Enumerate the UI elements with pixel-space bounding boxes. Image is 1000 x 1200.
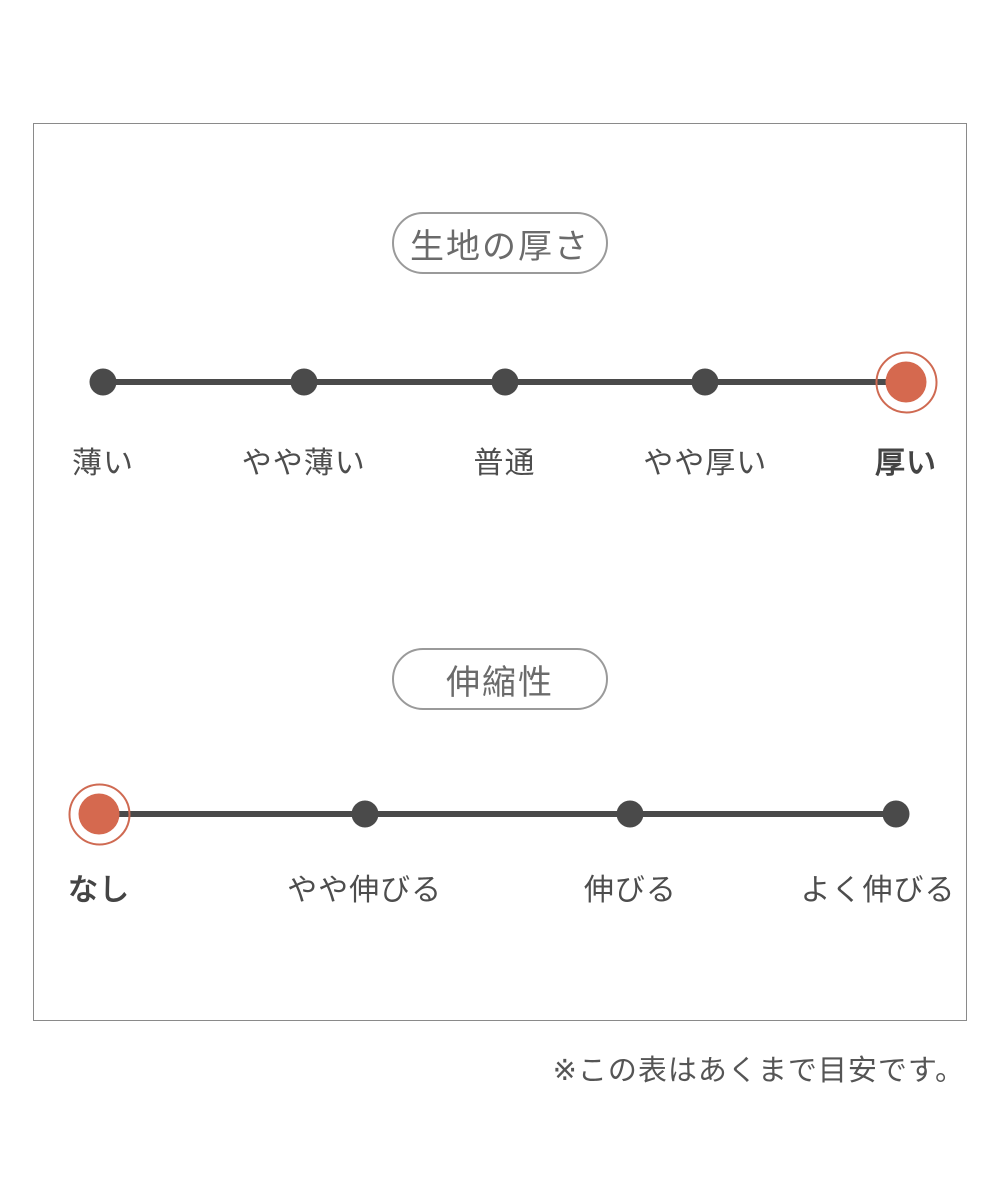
stretch-dot-yaya-nobiru bbox=[351, 800, 379, 828]
thickness-dot-yaya-atsui bbox=[691, 368, 719, 396]
thickness-label-yaya-atsui: やや厚い bbox=[643, 447, 768, 480]
stretch-label-nashi-selected: なし bbox=[68, 874, 130, 907]
thickness-dot-atsui-selected bbox=[885, 361, 927, 403]
stretch-scale-line bbox=[99, 811, 896, 817]
thickness-label-futsuu: 普通 bbox=[473, 447, 536, 480]
thickness-dot-usui bbox=[89, 368, 117, 396]
stretch-label-yaya-nobiru: やや伸びる bbox=[287, 874, 443, 907]
thickness-label-yaya-usui: やや薄い bbox=[241, 447, 366, 480]
stretch-dot-yoku-nobiru bbox=[882, 800, 910, 828]
thickness-title: 生地の厚さ bbox=[410, 227, 590, 266]
thickness-label-usui: 薄い bbox=[72, 447, 134, 480]
thickness-dot-futsuu bbox=[491, 368, 518, 396]
stretch-title: 伸縮性 bbox=[446, 663, 554, 702]
thickness-title-pill: 生地の厚さ bbox=[392, 212, 608, 274]
thickness-dot-yaya-usui bbox=[290, 368, 318, 396]
stretch-dot-nashi-selected bbox=[78, 793, 120, 835]
stretch-title-pill: 伸縮性 bbox=[392, 648, 608, 710]
rating-box: 生地の厚さ 薄い やや薄い 普通 やや厚い 厚い 伸縮性 bbox=[33, 123, 967, 1021]
stretch-label-nobiru: 伸びる bbox=[583, 874, 677, 907]
stretch-dot-nobiru bbox=[616, 800, 644, 828]
thickness-label-atsui-selected: 厚い bbox=[875, 447, 937, 480]
disclaimer-footnote: ※この表はあくまで目安です。 bbox=[552, 1055, 965, 1087]
stretch-label-yoku-nobiru: よく伸びる bbox=[800, 874, 956, 907]
